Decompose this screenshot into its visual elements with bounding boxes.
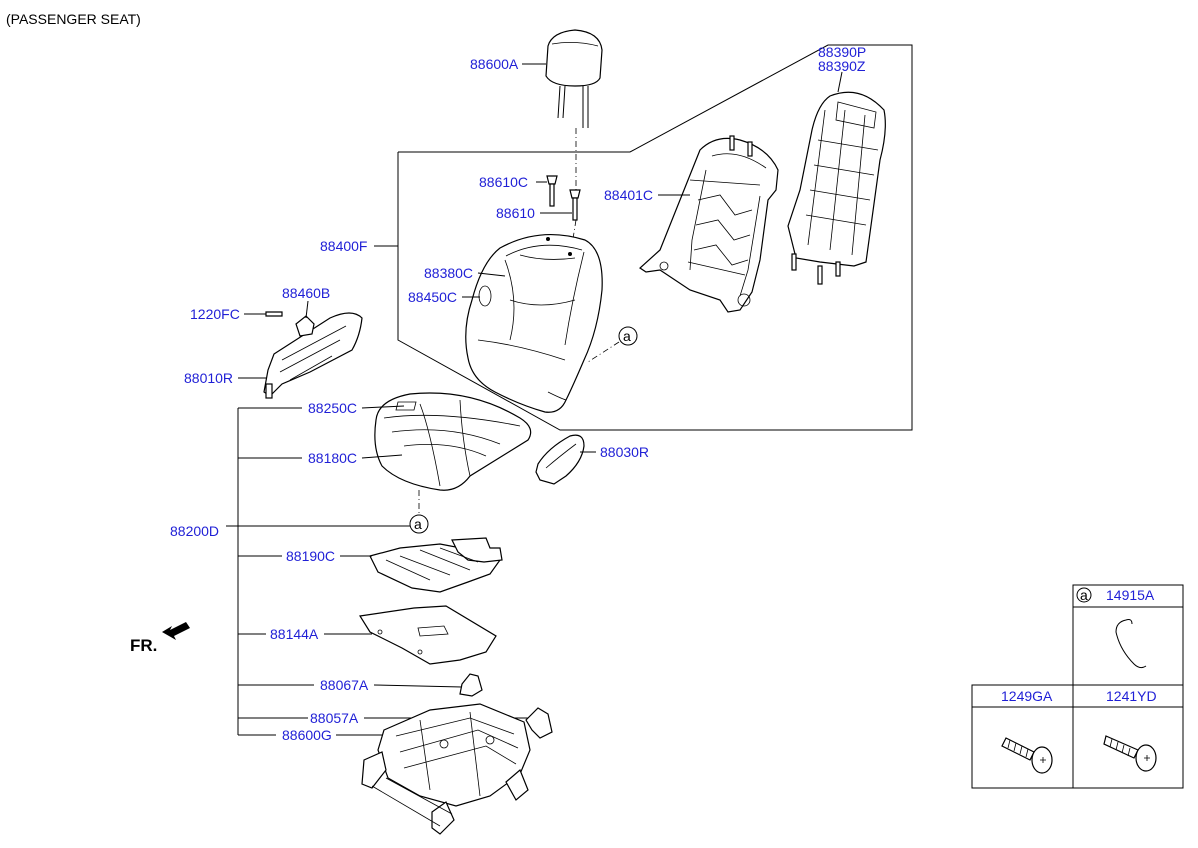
ref-circle-back xyxy=(618,326,638,346)
label-88250C[interactable]: 88250C xyxy=(308,400,357,416)
front-direction-indicator: FR. xyxy=(130,622,190,655)
screw-1241YD-icon xyxy=(1103,735,1157,772)
screw-1249GA-icon xyxy=(1001,737,1053,774)
leader-88067A xyxy=(373,684,463,688)
label-88460B[interactable]: 88460B xyxy=(282,285,330,301)
table-part-14915A[interactable]: 14915A xyxy=(1106,587,1155,603)
label-88380C[interactable]: 88380C xyxy=(424,265,473,281)
side-cover-drawing xyxy=(535,434,585,485)
label-88190C[interactable]: 88190C xyxy=(286,548,335,564)
label-88390P[interactable]: 88390P xyxy=(818,44,866,60)
leader-88390 xyxy=(837,71,843,93)
seatback-board-drawing xyxy=(787,91,886,285)
table-cell-bottom xyxy=(971,684,1184,789)
hook-clip-icon xyxy=(1115,619,1147,669)
table-ref-circle xyxy=(1076,587,1092,603)
table-part-1241YD[interactable]: 1241YD xyxy=(1106,688,1157,704)
headrest-drawing xyxy=(545,29,603,128)
leader-88380C xyxy=(477,272,506,277)
label-88600G[interactable]: 88600G xyxy=(282,727,332,743)
seatback-cover-drawing xyxy=(465,233,603,413)
table-ref-label: a xyxy=(1080,587,1088,603)
label-88450C[interactable]: 88450C xyxy=(408,289,457,305)
seatback-group-outline xyxy=(397,44,913,431)
bracket-parts-drawing xyxy=(459,673,553,739)
headrest-guides-drawing xyxy=(546,128,581,246)
leader-88250C xyxy=(361,405,405,409)
seatback-frame-drawing xyxy=(639,135,779,313)
label-88390Z[interactable]: 88390Z xyxy=(818,58,866,74)
seat-cushion-drawing xyxy=(374,392,532,491)
label-88600A[interactable]: 88600A xyxy=(470,56,519,72)
label-1220FC[interactable]: 1220FC xyxy=(190,306,240,322)
fastener-table: a 14915A 1249GA 1241YD xyxy=(971,584,1184,789)
table-part-1249GA[interactable]: 1249GA xyxy=(1001,688,1053,704)
arrow-icon xyxy=(162,622,190,640)
side-shield-drawing xyxy=(263,311,363,399)
label-88401C[interactable]: 88401C xyxy=(604,187,653,203)
label-88144A[interactable]: 88144A xyxy=(270,626,319,642)
label-88180C[interactable]: 88180C xyxy=(308,450,357,466)
ref-circle-back-label: a xyxy=(623,328,631,344)
label-88400F[interactable]: 88400F xyxy=(320,238,367,254)
leader-88460B xyxy=(305,300,309,319)
label-88067A[interactable]: 88067A xyxy=(320,677,369,693)
label-88057A[interactable]: 88057A xyxy=(310,710,359,726)
label-88610[interactable]: 88610 xyxy=(496,205,535,221)
seat-mat-drawing xyxy=(359,605,497,665)
label-88030R[interactable]: 88030R xyxy=(600,444,649,460)
label-88010R[interactable]: 88010R xyxy=(184,370,233,386)
label-88200D[interactable]: 88200D xyxy=(170,523,219,539)
diagram-title: (PASSENGER SEAT) xyxy=(6,11,141,27)
seat-frame-drawing xyxy=(361,703,531,835)
cushion-pad-drawing xyxy=(369,537,503,593)
ref-circle-cushion-label: a xyxy=(414,516,422,532)
ref-circle-cushion xyxy=(409,514,429,534)
label-88610C[interactable]: 88610C xyxy=(479,174,528,190)
front-label: FR. xyxy=(130,636,157,655)
leader-88180C xyxy=(361,454,403,459)
